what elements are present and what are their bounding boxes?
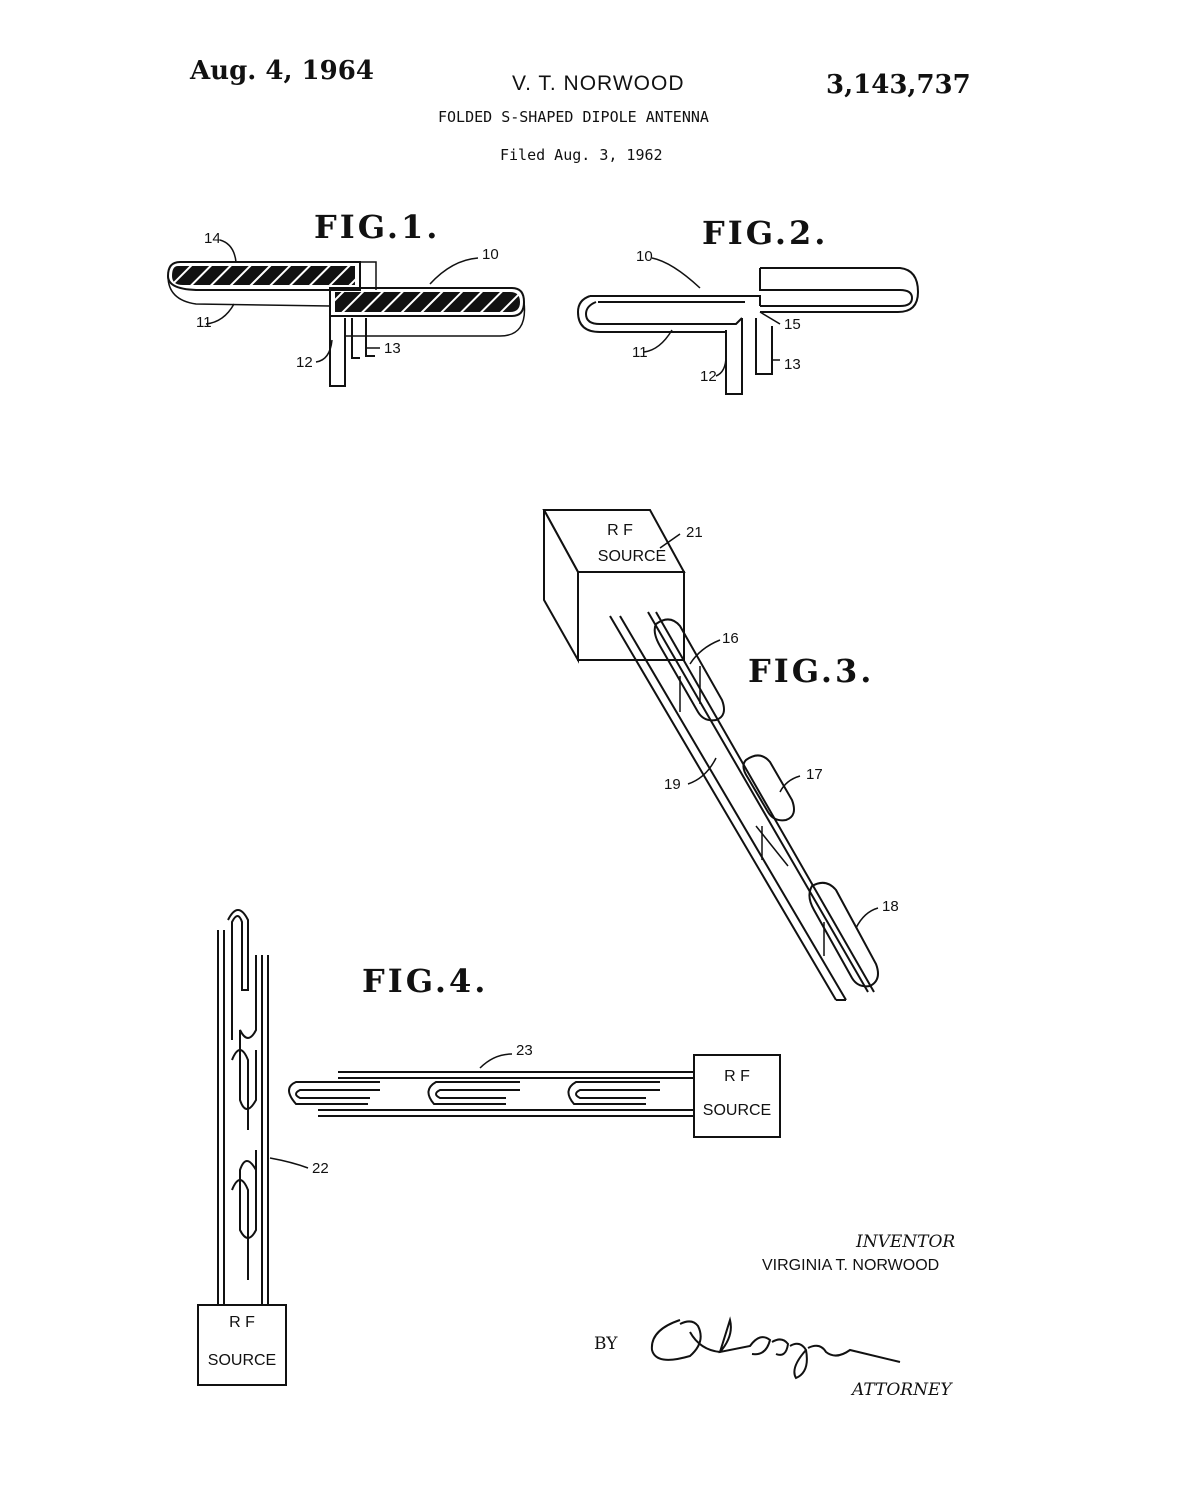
fig1-ref-10: 10: [482, 246, 499, 263]
fig2-ref-12: 12: [700, 368, 717, 385]
fig3-ref-18: 18: [882, 898, 899, 915]
fig2-ref-15: 15: [784, 316, 801, 333]
fig3-source-line1: R F: [578, 522, 662, 540]
fig4-ref-23: 23: [516, 1042, 533, 1059]
attorney-signature: [652, 1320, 900, 1378]
fig2-label: FIG.2.: [702, 214, 828, 252]
fig2-ref-11: 11: [632, 344, 648, 361]
fig4-bottom-source-line2: SOURCE: [198, 1352, 286, 1370]
inventor-full-name: VIRGINIA T. NORWOOD: [762, 1257, 939, 1275]
fig1-drawing: [168, 262, 525, 386]
fig1-ref-13: 13: [384, 340, 401, 357]
fig3-ref-21: 21: [686, 524, 703, 541]
leader-lines: [206, 240, 878, 1168]
fig4-right-source-line1: R F: [694, 1068, 780, 1086]
fig1-ref-11: 11: [196, 314, 212, 331]
fig2-ref-13: 13: [784, 356, 801, 373]
fig1-ref-14: 14: [204, 230, 221, 247]
fig1-label: FIG.1.: [314, 208, 440, 246]
fig3-drawing: [544, 510, 878, 1000]
fig3-label: FIG.3.: [748, 652, 874, 690]
fig4-bottom-source-line1: R F: [198, 1314, 286, 1332]
attorney-label: ATTORNEY: [852, 1380, 952, 1400]
fig3-ref-19: 19: [664, 776, 681, 793]
fig1-ref-12: 12: [296, 354, 313, 371]
fig3-source-line2: SOURCE: [588, 548, 676, 566]
fig4-ref-22: 22: [312, 1160, 329, 1177]
inventor-label: INVENTOR: [856, 1232, 955, 1252]
by-label: BY: [594, 1334, 617, 1354]
fig4-right-source-line2: SOURCE: [694, 1102, 780, 1120]
fig2-drawing: [578, 268, 918, 394]
fig2-ref-10: 10: [636, 248, 653, 265]
fig3-ref-16: 16: [722, 630, 739, 647]
fig4-label: FIG.4.: [362, 962, 488, 1000]
fig3-ref-17: 17: [806, 766, 823, 783]
